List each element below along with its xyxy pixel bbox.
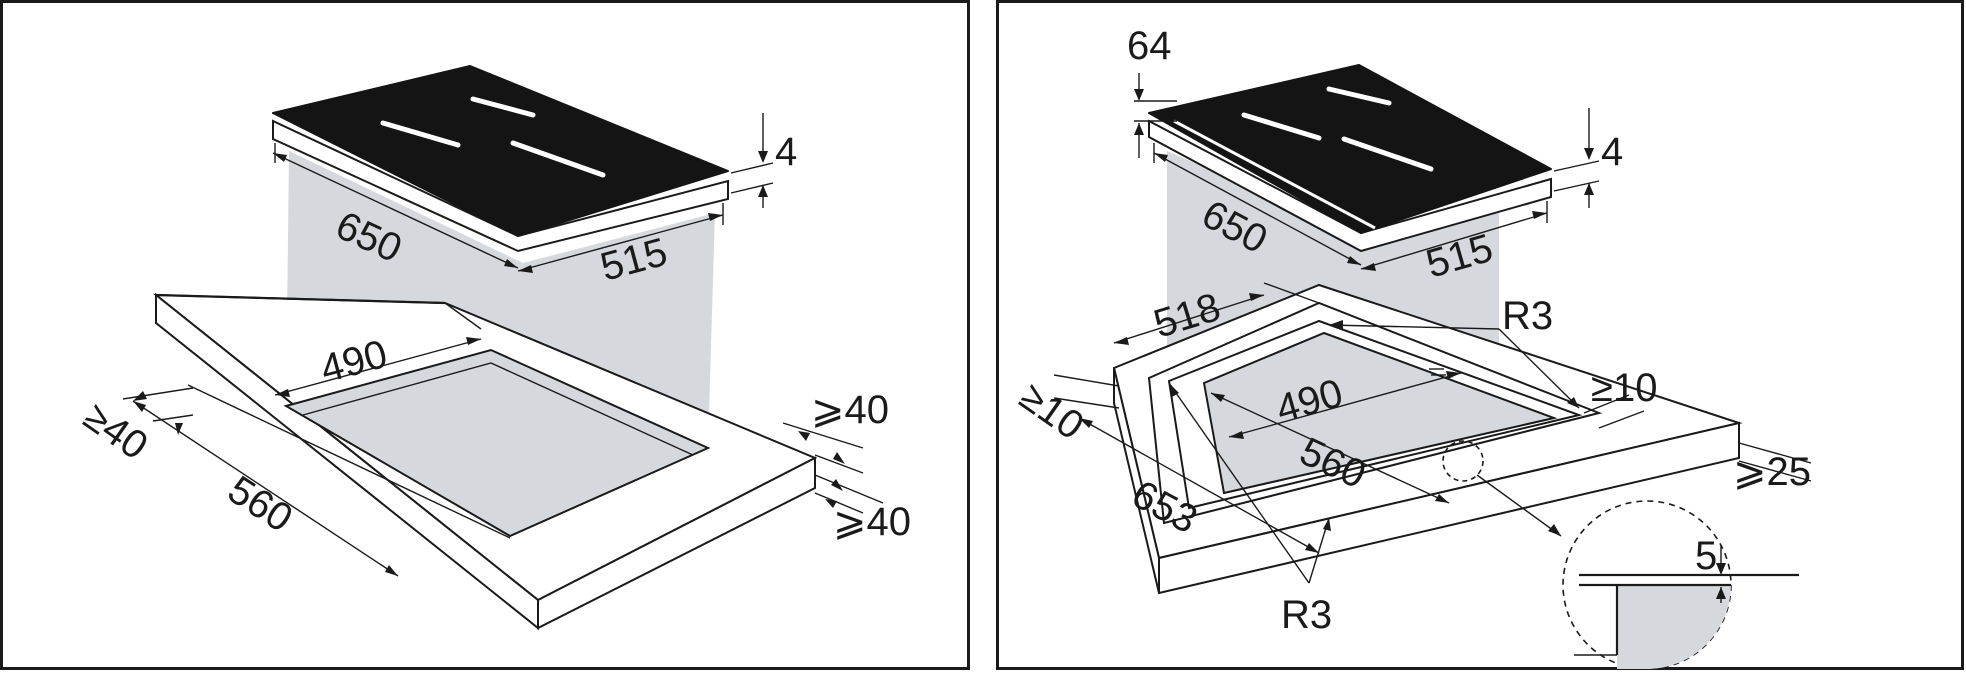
left-dim-back-clearance: ⩾40 (782, 388, 889, 474)
left-installation-panel: 650 515 4 490 (0, 0, 970, 670)
left-cutout-width-label: 560 (220, 468, 300, 541)
right-cooking-zone-1 (1241, 112, 1322, 141)
left-cooking-zone-2 (470, 96, 536, 118)
right-wall-clearance-label: ≥10 (1012, 374, 1092, 448)
right-dim-64: 64 (1127, 24, 1177, 158)
left-back-clearance-label: ⩾40 (811, 388, 889, 432)
right-frame-height-label: 64 (1127, 24, 1172, 68)
right-step-depth-label: 5 (1695, 534, 1717, 578)
right-radius-bottom-label: R3 (1281, 593, 1332, 637)
right-installation-panel: 64 650 515 4 (996, 0, 1964, 670)
right-hob-glass (1148, 64, 1552, 234)
right-detail-callout: 5 (1442, 440, 1799, 670)
right-cooking-zone-3 (1341, 136, 1434, 172)
right-hob (1148, 64, 1552, 253)
right-radius-top: R3 (1328, 294, 1580, 409)
left-front-clearance-label: ⩾40 (833, 500, 911, 544)
left-glass-thickness-label: 4 (775, 130, 797, 174)
right-cooking-zone-2 (1326, 86, 1392, 106)
right-side-clearance-label: ≥10 (1591, 366, 1657, 410)
right-cutout (1202, 331, 1558, 495)
right-recess-inner (1167, 319, 1583, 510)
left-installation-drawing: 650 515 4 490 (76, 65, 911, 631)
left-cutout-opening (283, 348, 711, 538)
right-glass-thickness-label: 4 (1601, 130, 1623, 174)
left-dim-4: 4 (730, 113, 797, 208)
left-cutout (283, 348, 711, 538)
left-cooking-zone-3 (510, 140, 606, 178)
left-hob-glass (272, 65, 729, 237)
right-dim-back-clearance: ⩾25 (1733, 442, 1812, 494)
left-countertop-side (537, 456, 816, 630)
right-installation-drawing: 64 650 515 4 (1012, 24, 1812, 670)
right-dim-4: 4 (1553, 108, 1623, 208)
right-radius-bottom: R3 (1168, 382, 1332, 637)
right-back-clearance-label: ⩾25 (1733, 450, 1811, 494)
right-radius-top-label: R3 (1502, 294, 1553, 338)
left-dim-front-clearance: ⩾40 (814, 474, 911, 544)
right-dim-side-clearance: ≥10 (1583, 366, 1657, 429)
right-cutout-opening (1202, 331, 1558, 495)
right-recess-outer (1147, 301, 1603, 525)
left-hob (272, 65, 729, 253)
left-cooking-zone-1 (380, 120, 461, 148)
right-dim-wall-clearance: ≥10 (1012, 374, 1120, 448)
right-countertop-side (1158, 421, 1740, 595)
